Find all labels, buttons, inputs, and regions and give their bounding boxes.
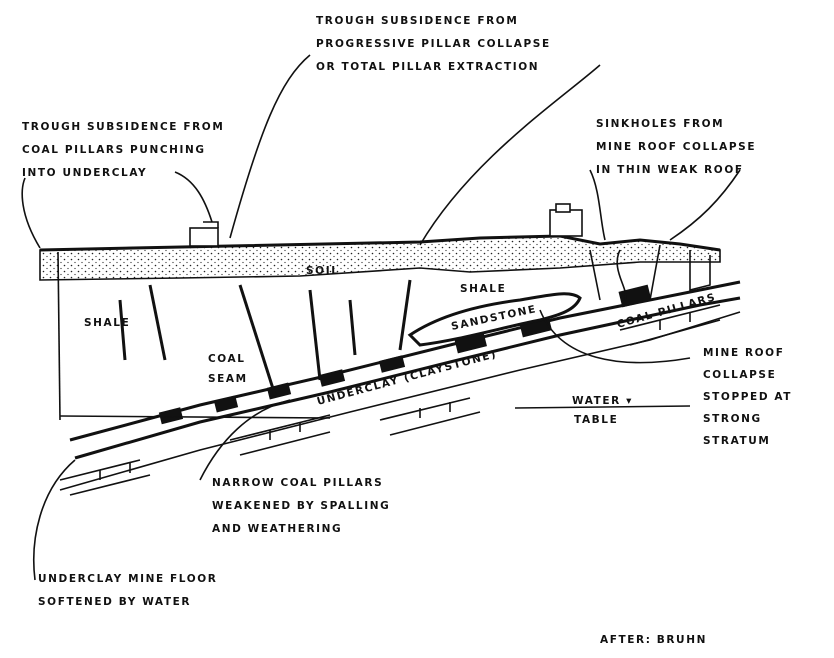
- label-line: AND WEATHERING: [212, 523, 342, 535]
- label-shale-left: SHALE: [84, 317, 130, 329]
- bedrock-bricks: [59, 304, 721, 496]
- baseline: [59, 415, 331, 419]
- label-line: STRONG: [703, 413, 762, 425]
- label-line: TROUGH SUBSIDENCE FROM: [316, 15, 518, 27]
- label-line: PROGRESSIVE PILLAR COLLAPSE: [316, 38, 551, 50]
- label-line: OR TOTAL PILLAR EXTRACTION: [316, 61, 539, 73]
- label-line: MINE ROOF COLLAPSE: [596, 141, 756, 153]
- label-line: NARROW COAL PILLARS: [212, 477, 383, 489]
- label-narrow-pillars: NARROW COAL PILLARS WEAKENED BY SPALLING…: [212, 477, 390, 535]
- label-line: SOFTENED BY WATER: [38, 596, 191, 608]
- label-water: WATER ▾: [572, 395, 633, 407]
- leader-lines: [21, 54, 741, 581]
- label-line: STRATUM: [703, 435, 770, 447]
- sinkhole-collapse: [589, 244, 711, 301]
- label-coal: COAL: [208, 353, 246, 365]
- credit-text: AFTER: BRUHN: [600, 634, 707, 646]
- coal-seam-top: [69, 280, 741, 442]
- label-line: WEAKENED BY SPALLING: [212, 500, 390, 512]
- label-line: IN THIN WEAK ROOF: [596, 164, 744, 176]
- label-line: COLLAPSE: [703, 369, 776, 381]
- fractures: [118, 279, 412, 396]
- house-icon: [189, 203, 583, 247]
- label-line: MINE ROOF: [703, 347, 784, 359]
- label-mine-roof-stopped: MINE ROOF COLLAPSE STOPPED AT STRONG STR…: [703, 347, 792, 447]
- label-trough-punching: TROUGH SUBSIDENCE FROM COAL PILLARS PUNC…: [22, 121, 224, 179]
- sandstone-lens: [407, 292, 582, 347]
- water-table-line: [514, 405, 691, 409]
- label-line: STOPPED AT: [703, 391, 792, 403]
- section-left-edge: [57, 251, 61, 421]
- label-line: UNDERCLAY MINE FLOOR: [38, 573, 217, 585]
- label-seam: SEAM: [208, 373, 248, 385]
- label-line: TROUGH SUBSIDENCE FROM: [22, 121, 224, 133]
- label-shale-right: SHALE: [460, 283, 506, 295]
- label-underclay-floor: UNDERCLAY MINE FLOOR SOFTENED BY WATER: [38, 573, 217, 608]
- coal-seam-bottom: [74, 296, 741, 460]
- label-line: INTO UNDERCLAY: [22, 167, 147, 179]
- label-line: COAL PILLARS PUNCHING: [22, 144, 206, 156]
- label-trough-pillar-collapse: TROUGH SUBSIDENCE FROM PROGRESSIVE PILLA…: [316, 15, 551, 73]
- label-line: SINKHOLES FROM: [596, 118, 724, 130]
- label-table: TABLE: [574, 414, 618, 426]
- label-soil: SOIL: [306, 265, 340, 277]
- label-sinkholes: SINKHOLES FROM MINE ROOF COLLAPSE IN THI…: [596, 118, 756, 176]
